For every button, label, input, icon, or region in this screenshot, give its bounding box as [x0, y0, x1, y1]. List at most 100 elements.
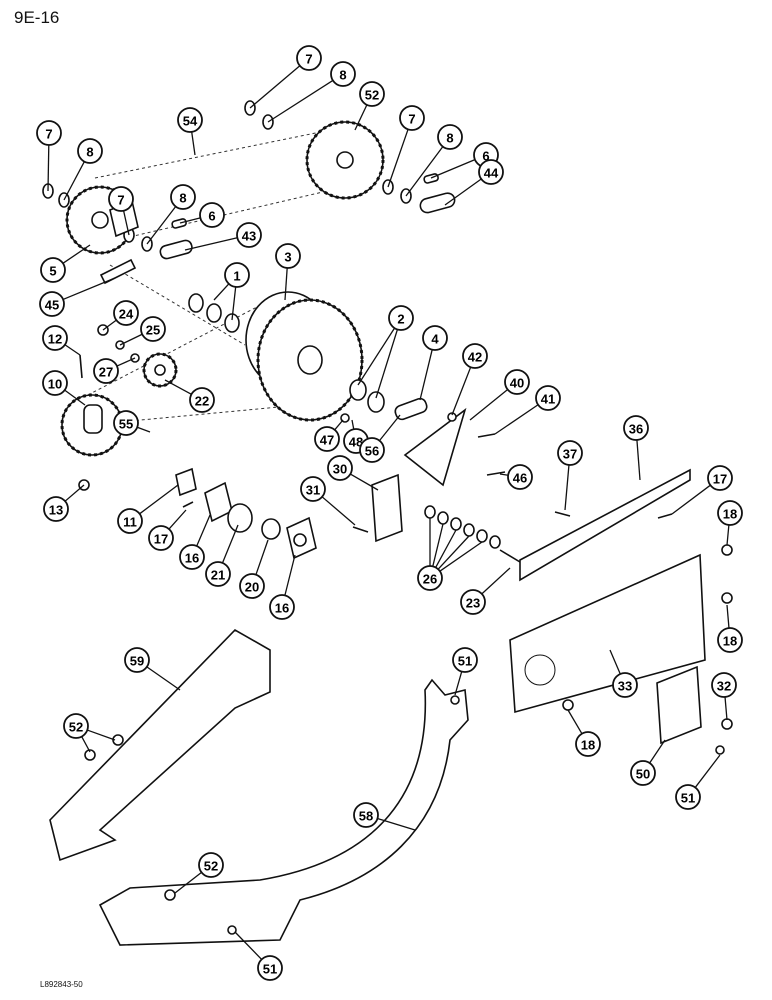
callout-51: 51: [675, 754, 721, 810]
callout-circle: [300, 476, 326, 502]
leader-line: [694, 754, 721, 788]
callout-circle: [170, 184, 196, 210]
leader-line: [122, 210, 130, 236]
callout-circle: [359, 437, 385, 463]
callout-52: 52: [354, 81, 385, 131]
callout-17: 17: [148, 509, 187, 551]
callout-number: 21: [211, 568, 225, 583]
callout-number: 22: [195, 394, 209, 409]
callout-number: 56: [365, 444, 379, 459]
callout-number: 6: [208, 209, 215, 224]
bearing-parts: [204, 481, 317, 560]
callout-25: 25: [119, 316, 166, 346]
callout-number: 20: [245, 580, 259, 595]
callout-circle: [437, 124, 463, 150]
callout-circle: [422, 325, 448, 351]
callout-number: 44: [484, 166, 499, 181]
tube-59: [49, 628, 271, 862]
leader-line: [357, 327, 396, 386]
callout-number: 2: [397, 312, 404, 327]
leader-line: [351, 419, 355, 430]
callout-10: 10: [42, 370, 86, 406]
callout-number: 8: [339, 68, 346, 83]
callout-55: 55: [113, 410, 151, 436]
fasteners: [78, 324, 733, 935]
callout-52: 52: [63, 713, 116, 753]
callout-12: 12: [42, 325, 81, 356]
leader-line: [671, 484, 711, 515]
leader-line: [405, 146, 444, 197]
callout-number: 10: [48, 377, 62, 392]
leader-line: [564, 464, 570, 511]
leader-line: [354, 104, 368, 131]
callout-number: 25: [146, 323, 160, 338]
drive-chains: [87, 127, 341, 426]
callout-circle: [77, 138, 103, 164]
callout-number: 8: [86, 145, 93, 160]
callout-number: 23: [466, 596, 480, 611]
callout-20: 20: [239, 539, 269, 599]
sprocket-22: [142, 352, 178, 388]
leader-line: [567, 709, 583, 734]
callout-8: 8: [405, 124, 463, 197]
callout-circle: [575, 731, 601, 757]
callout-circle: [462, 343, 488, 369]
callout-23: 23: [460, 567, 511, 615]
callout-number: 51: [458, 654, 472, 669]
callout-circle: [275, 243, 301, 269]
callout-circle: [557, 440, 583, 466]
callout-33: 33: [609, 649, 638, 698]
callout-8: 8: [146, 184, 196, 245]
callout-circle: [124, 647, 150, 673]
callout-number: 11: [123, 515, 137, 530]
leader-line: [724, 696, 728, 721]
callout-circle: [239, 573, 265, 599]
callout-number: 13: [49, 503, 63, 518]
leader-line: [419, 349, 433, 401]
callout-circle: [43, 496, 69, 522]
callout-circle: [327, 455, 353, 481]
leader-line: [119, 333, 143, 346]
callout-18: 18: [717, 500, 743, 546]
callout-number: 6: [482, 149, 489, 164]
leader-line: [430, 159, 476, 179]
callout-number: 40: [510, 376, 524, 391]
callout-number: 1: [233, 269, 240, 284]
callout-8: 8: [267, 61, 356, 123]
callout-circle: [612, 672, 638, 698]
callout-number: 31: [306, 483, 320, 498]
callout-number: 7: [305, 52, 312, 67]
leader-line: [378, 414, 401, 442]
callout-51: 51: [452, 647, 478, 696]
callout-circle: [717, 627, 743, 653]
leader-line: [231, 286, 237, 321]
callout-circle: [42, 370, 68, 396]
callout-58: 58: [353, 802, 416, 831]
callout-18: 18: [717, 604, 743, 653]
callout-circle: [108, 186, 134, 212]
callout-2: 2: [357, 305, 414, 399]
callout-number: 52: [365, 88, 379, 103]
callout-number: 8: [179, 191, 186, 206]
callout-59: 59: [124, 647, 181, 691]
callout-circle: [113, 410, 139, 436]
callout-number: 12: [48, 332, 62, 347]
callout-6: 6: [179, 202, 225, 228]
callout-7: 7: [108, 186, 134, 236]
leader-line: [255, 539, 269, 575]
callout-number: 32: [717, 679, 731, 694]
callout-41: 41: [494, 385, 561, 435]
tube-58: [98, 678, 469, 946]
leader-line: [284, 554, 296, 596]
leader-line: [62, 244, 91, 264]
callout-7: 7: [387, 105, 425, 188]
callout-circle: [535, 385, 561, 411]
leader-line: [213, 283, 230, 301]
callout-circle: [42, 325, 68, 351]
callout-16: 16: [269, 554, 296, 620]
callout-circle: [717, 500, 743, 526]
page-code: 9E-16: [14, 8, 60, 27]
callout-44: 44: [444, 159, 504, 206]
leader-line: [636, 439, 641, 481]
leader-line: [191, 131, 196, 156]
